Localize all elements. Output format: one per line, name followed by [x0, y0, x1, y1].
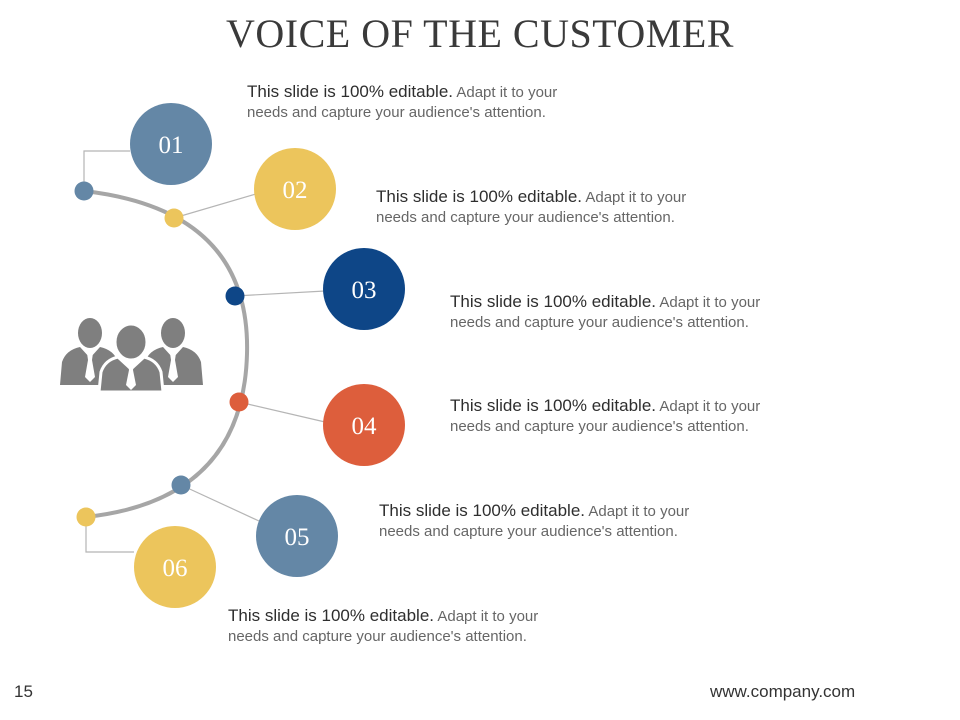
arc-dot-03	[225, 286, 245, 306]
step-04-text: Adapt it to your	[659, 398, 761, 415]
step-02-description: This slide is 100% editable. Adapt it to…	[376, 187, 796, 228]
step-02-text: Adapt it to your	[585, 189, 687, 206]
step-03-circle	[323, 248, 405, 330]
step-02-number: 02	[283, 177, 308, 204]
step-01-number: 01	[159, 132, 184, 159]
step-04-circle	[323, 384, 405, 466]
step-03-number: 03	[352, 277, 377, 304]
step-01-text: Adapt it to your	[456, 84, 558, 101]
step-01-circle	[130, 103, 212, 185]
step-06-badge: 06	[134, 526, 216, 608]
group-of-people-icon	[60, 318, 203, 394]
arc-dot-02	[164, 208, 184, 228]
connector-02	[173, 193, 257, 219]
arc-dots	[74, 181, 249, 527]
step-06-description: This slide is 100% editable. Adapt it to…	[228, 606, 648, 647]
step-04-number: 04	[352, 413, 378, 440]
footer-website: www.company.com	[710, 682, 856, 701]
connector-lines	[83, 150, 326, 553]
connector-01	[83, 150, 130, 191]
step-02-circle	[254, 148, 336, 230]
step-01-badge: 01	[130, 103, 212, 185]
step-01-description: This slide is 100% editable. Adapt it to…	[247, 82, 667, 123]
step-05-text: Adapt it to your	[588, 503, 690, 520]
person-right-icon	[143, 318, 203, 385]
step-03-text: Adapt it to your	[659, 294, 761, 311]
step-05-text-line2: needs and capture your audience's attent…	[379, 523, 678, 540]
step-02-badge: 02	[254, 148, 336, 230]
step-03-text-line2: needs and capture your audience's attent…	[450, 314, 749, 331]
page-number: 15	[14, 682, 33, 701]
person-center-icon	[97, 322, 165, 394]
step-03-lead: This slide is 100% editable.	[450, 292, 657, 311]
connector-03	[234, 290, 326, 297]
step-03-badge: 03	[323, 248, 405, 330]
step-04-lead: This slide is 100% editable.	[450, 396, 657, 415]
step-06-text-line2: needs and capture your audience's attent…	[228, 628, 527, 645]
connector-06	[85, 517, 134, 553]
step-01-text-line2: needs and capture your audience's attent…	[247, 104, 546, 121]
step-04-text-line2: needs and capture your audience's attent…	[450, 418, 749, 435]
step-03-description: This slide is 100% editable. Adapt it to…	[450, 292, 870, 333]
step-05-lead: This slide is 100% editable.	[379, 501, 586, 520]
arc-dot-06	[76, 507, 96, 527]
slide-title: VOICE OF THE CUSTOMER	[226, 11, 734, 56]
step-04-badge: 04	[323, 384, 405, 466]
arc-dot-04	[229, 392, 249, 412]
connector-05	[180, 484, 260, 522]
arc-dot-01	[74, 181, 94, 201]
step-06-lead: This slide is 100% editable.	[228, 606, 435, 625]
step-04-description: This slide is 100% editable. Adapt it to…	[450, 396, 870, 437]
step-05-number: 05	[285, 524, 310, 551]
step-06-text: Adapt it to your	[437, 608, 539, 625]
step-05-description: This slide is 100% editable. Adapt it to…	[379, 501, 799, 542]
step-06-circle	[134, 526, 216, 608]
step-05-circle	[256, 495, 338, 577]
step-05-badge: 05	[256, 495, 338, 577]
step-01-lead: This slide is 100% editable.	[247, 82, 454, 101]
connector-04	[238, 401, 326, 423]
arc-dot-05	[171, 475, 191, 495]
step-02-lead: This slide is 100% editable.	[376, 187, 583, 206]
step-02-text-line2: needs and capture your audience's attent…	[376, 209, 675, 226]
step-06-number: 06	[163, 555, 188, 582]
